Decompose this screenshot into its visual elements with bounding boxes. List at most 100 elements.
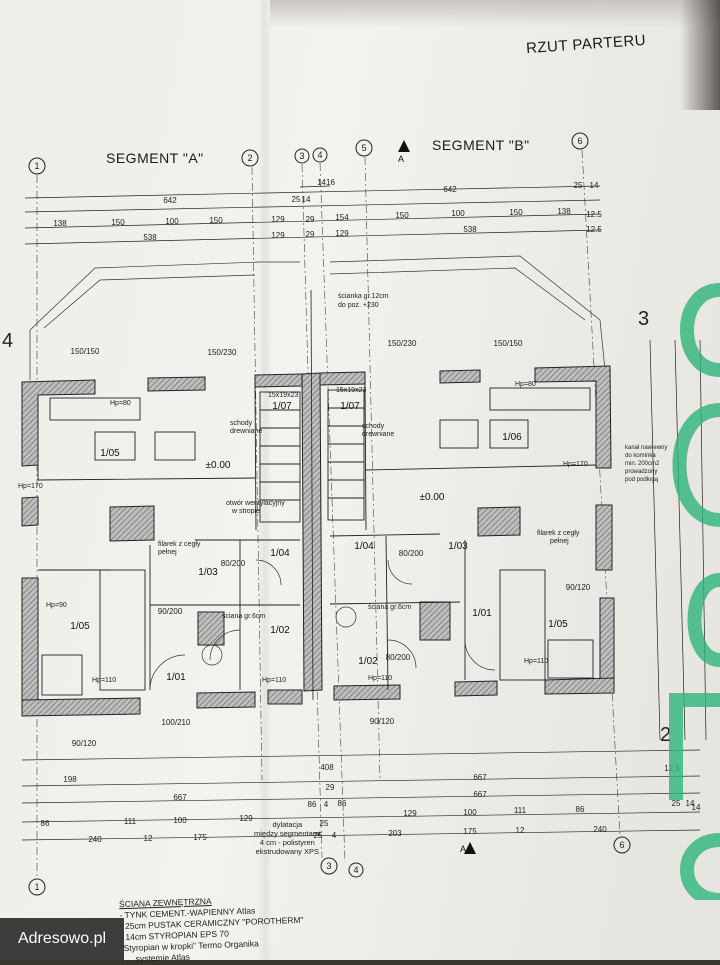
opening-label: 90/120 — [566, 583, 591, 592]
room-label: 1/07 — [272, 401, 292, 412]
axis-label: 3 — [326, 861, 331, 871]
dim: 129 — [271, 231, 285, 240]
room-label: 1/02 — [270, 625, 290, 636]
room-label: 1/05 — [548, 619, 568, 630]
opening-label: 80/200 — [399, 549, 424, 558]
wall-spec-notes: ŚCIANA ZEWNĘTRZNA - TYNK CEMENT.-WAPIENN… — [119, 893, 305, 965]
dim: 667 — [473, 790, 487, 799]
dim: 175 — [463, 827, 477, 836]
dim: 175 — [193, 833, 207, 842]
duct-label: do kominka — [625, 453, 656, 459]
dim: 29 — [326, 783, 335, 792]
dim: 667 — [173, 793, 187, 802]
stair-size: 15x19x23 — [336, 387, 366, 394]
axis-label: 1 — [34, 161, 39, 171]
wall-label: ściana gr.6cm — [368, 604, 411, 611]
dim-total: 1416 — [317, 178, 335, 187]
dim: 86 — [576, 805, 585, 814]
brand-logo — [669, 283, 720, 900]
segment-b-label: SEGMENT "B" — [432, 137, 530, 153]
opening-label: 150/150 — [71, 347, 100, 356]
section-label: A — [398, 154, 404, 164]
dim: 198 — [63, 775, 77, 784]
dim: 100 — [463, 808, 477, 817]
section-arrow-bottom — [464, 842, 476, 854]
dim: 129 — [335, 229, 349, 238]
dim: 111 — [124, 817, 137, 826]
room-level: ±0.00 — [206, 460, 231, 471]
wall-a-nw — [21, 379, 96, 467]
dim: 12.5 — [586, 210, 602, 219]
side-label: 3 — [638, 308, 650, 330]
room-label: 1/06 — [502, 432, 522, 443]
dim: 25 — [672, 799, 681, 808]
dim: 12.5 — [586, 225, 602, 234]
opening-label: 80/200 — [221, 559, 246, 568]
duct-label: prowadzony — [625, 469, 657, 475]
stairs-label: schody — [362, 423, 385, 430]
axis-label: 3 — [299, 151, 304, 161]
opening-label: 150/150 — [494, 339, 523, 348]
pillar-label: pełnej — [158, 549, 177, 556]
axis-markers-bottom — [28, 836, 631, 896]
dim: 29 — [306, 230, 315, 239]
dim: 203 — [388, 829, 402, 838]
opening-label: 90/120 — [370, 717, 395, 726]
dim: 14 — [302, 195, 311, 204]
dim: 150 — [395, 211, 409, 220]
dim: 129 — [403, 809, 417, 818]
dim: 86 — [308, 800, 317, 809]
room-label: 1/01 — [166, 672, 186, 683]
dim: 14 — [590, 181, 599, 190]
partition-label: ścianka gr.12cm — [338, 293, 389, 300]
axis-label: 6 — [577, 136, 582, 146]
duct-label: kanał nawiewny — [625, 445, 667, 451]
dim: 86 — [338, 799, 347, 808]
pillar-label: filarek z cegły — [537, 530, 580, 537]
axis-label: 2 — [247, 153, 252, 163]
dark-corner — [680, 0, 720, 110]
stairs-label: drewniane — [230, 428, 262, 435]
dim: 154 — [335, 213, 349, 222]
paper-shadow — [270, 0, 720, 28]
dim: 100 — [173, 816, 187, 825]
stairs-label: drewniane — [362, 431, 394, 438]
opening-label: 80/200 — [386, 653, 411, 662]
axis-label: 4 — [353, 865, 358, 875]
side-label: 2 — [660, 724, 672, 746]
dim: 14 — [686, 799, 695, 808]
paper-fold — [258, 0, 272, 960]
vent-label: otwór wentylacyjny — [226, 500, 285, 507]
sill-label: Hp=90 — [46, 602, 67, 609]
axis-markers-top — [28, 132, 589, 175]
room-label: 1/03 — [198, 567, 218, 578]
sill-label: Hp=110 — [524, 658, 548, 665]
wall-b-ne — [534, 365, 612, 469]
dim: 25 — [574, 181, 583, 190]
dim: 111 — [514, 806, 527, 815]
opening-label: 150/230 — [208, 348, 237, 357]
section-label: A — [460, 844, 466, 854]
side-label: 4 — [2, 330, 14, 352]
room-label: 1/07 — [340, 401, 360, 412]
dim: 129 — [271, 215, 285, 224]
dilatation-line: między segmentami — [254, 829, 321, 838]
dim: 667 — [473, 773, 487, 782]
partition-label: do poz. +230 — [338, 302, 379, 309]
dim: 25 — [314, 831, 323, 840]
room-label: 1/01 — [472, 608, 492, 619]
dim: 14 — [692, 803, 701, 812]
dim: 538 — [143, 233, 157, 242]
dim: 642 — [163, 196, 177, 205]
dim: 25 — [320, 819, 329, 828]
dim: 4 — [324, 800, 329, 809]
dim: 12 — [516, 826, 525, 835]
sill-label: Hp=110 — [92, 677, 116, 684]
sill-label: Hp=80 — [110, 400, 131, 407]
dim: 4 — [332, 831, 337, 840]
room-label: 1/05 — [100, 448, 120, 459]
dilatation-line: dylatacja — [272, 820, 303, 829]
vent-label: w stropie — [231, 508, 260, 515]
axis-label: 1 — [34, 882, 39, 892]
